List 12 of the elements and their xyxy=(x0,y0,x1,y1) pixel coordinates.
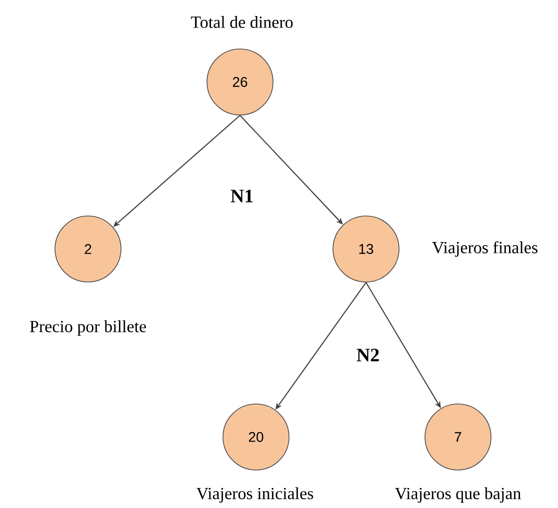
level-label: N1 xyxy=(230,190,253,202)
circle-node: 7 xyxy=(424,404,492,470)
node-label: Precio por billete xyxy=(30,320,146,336)
node-label: Viajeros iniciales xyxy=(196,487,314,503)
circle-node: 2 xyxy=(54,216,122,282)
node-label: Viajeros finales xyxy=(432,241,538,257)
node-label: Viajeros que bajan xyxy=(394,487,521,503)
circle-node: 13 xyxy=(332,216,400,282)
node-label: Total de dinero xyxy=(190,16,293,28)
circle-node: 26 xyxy=(206,48,274,116)
level-label: N2 xyxy=(356,348,379,362)
circle-node: 20 xyxy=(222,404,290,470)
